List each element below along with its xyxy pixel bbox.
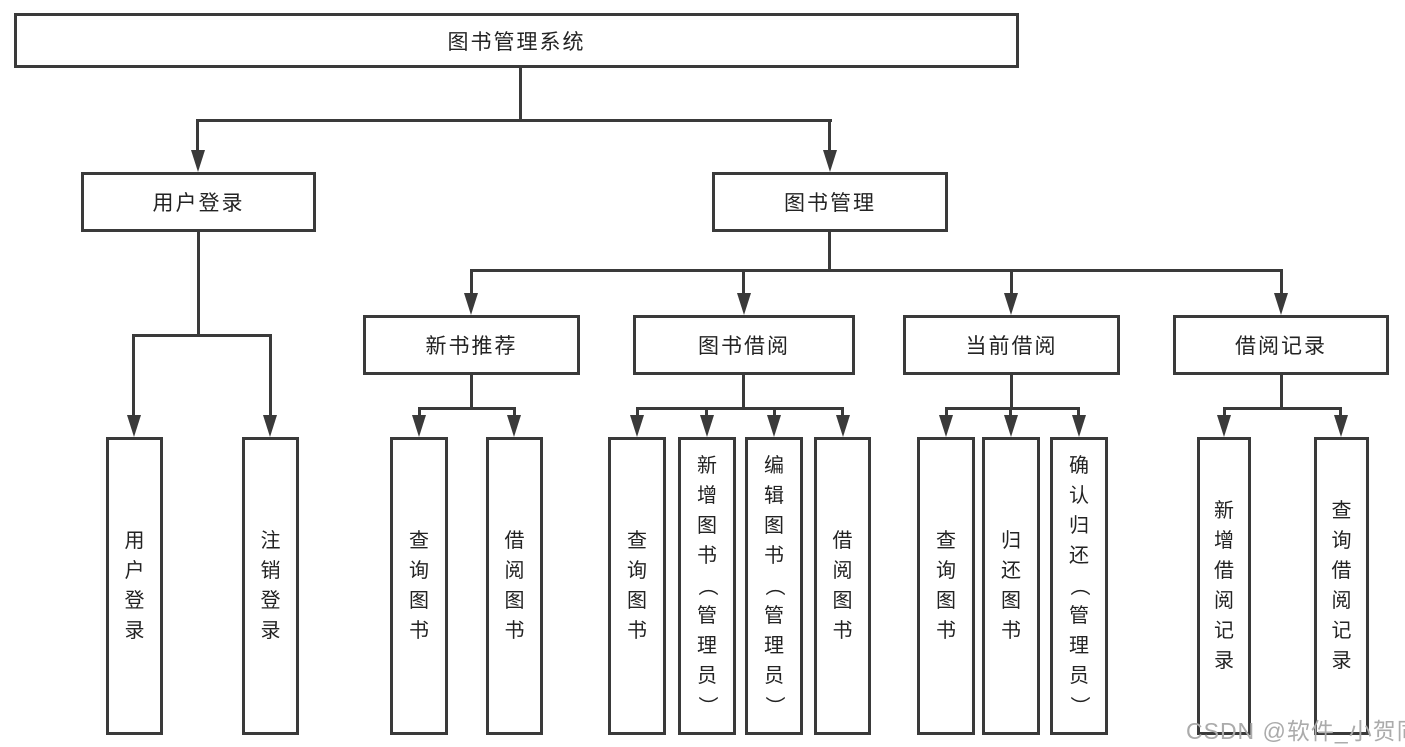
arrowhead-icon bbox=[1217, 415, 1231, 437]
connector bbox=[132, 334, 135, 418]
arrowhead-icon bbox=[191, 150, 205, 172]
leaf-borrow-borrow-book: 借阅图书 bbox=[814, 437, 871, 735]
connector bbox=[513, 407, 516, 418]
connector bbox=[742, 375, 745, 409]
connector bbox=[742, 269, 745, 295]
node-new-book-recommend-label: 新书推荐 bbox=[425, 335, 518, 358]
arrowhead-icon bbox=[1274, 293, 1288, 315]
connector bbox=[828, 119, 831, 152]
node-book-borrow: 图书借阅 bbox=[633, 315, 855, 375]
node-borrow-records: 借阅记录 bbox=[1173, 315, 1389, 375]
csdn-watermark: CSDN @软件_小贺同学 bbox=[1186, 718, 1405, 744]
connector bbox=[1010, 269, 1013, 295]
connector bbox=[945, 407, 1080, 410]
connector bbox=[773, 407, 776, 418]
connector bbox=[1280, 375, 1283, 409]
leaf-borrow-add-book: 新增图书（管理员） bbox=[678, 437, 736, 735]
connector bbox=[1223, 407, 1342, 410]
arrowhead-icon bbox=[412, 415, 426, 437]
node-user-login-label: 用户登录 bbox=[152, 192, 245, 215]
connector bbox=[1077, 407, 1080, 418]
arrowhead-icon bbox=[836, 415, 850, 437]
leaf-current-query-book: 查询图书 bbox=[917, 437, 975, 735]
arrowhead-icon bbox=[700, 415, 714, 437]
connector bbox=[197, 232, 200, 336]
arrowhead-icon bbox=[767, 415, 781, 437]
node-root-label: 图书管理系统 bbox=[447, 30, 586, 54]
arrowhead-icon bbox=[1004, 415, 1018, 437]
connector bbox=[470, 375, 473, 409]
arrowhead-icon bbox=[464, 293, 478, 315]
connector bbox=[196, 119, 832, 122]
node-user-login: 用户登录 bbox=[81, 172, 316, 232]
connector bbox=[418, 407, 516, 410]
leaf-recommend-borrow-book: 借阅图书 bbox=[486, 437, 543, 735]
connector bbox=[841, 407, 844, 418]
connector bbox=[945, 407, 948, 418]
connector bbox=[1339, 407, 1342, 418]
connector bbox=[133, 334, 272, 337]
leaf-logout: 注销登录 bbox=[242, 437, 299, 735]
connector bbox=[1280, 269, 1283, 295]
arrowhead-icon bbox=[737, 293, 751, 315]
connector bbox=[519, 66, 522, 121]
leaf-current-confirm-return: 确认归还（管理员） bbox=[1050, 437, 1108, 735]
connector bbox=[636, 407, 639, 418]
connector bbox=[1223, 407, 1226, 418]
arrowhead-icon bbox=[1004, 293, 1018, 315]
connector bbox=[196, 119, 199, 152]
node-current-borrow: 当前借阅 bbox=[903, 315, 1120, 375]
connector bbox=[636, 407, 844, 410]
arrowhead-icon bbox=[127, 415, 141, 437]
node-book-management: 图书管理 bbox=[712, 172, 948, 232]
leaf-records-query-record: 查询借阅记录 bbox=[1314, 437, 1369, 735]
connector bbox=[470, 269, 1283, 272]
node-root: 图书管理系统 bbox=[14, 13, 1019, 68]
leaf-borrow-query-book: 查询图书 bbox=[608, 437, 666, 735]
node-borrow-records-label: 借阅记录 bbox=[1235, 335, 1327, 358]
connector bbox=[1010, 375, 1013, 409]
connector bbox=[705, 407, 708, 418]
arrowhead-icon bbox=[939, 415, 953, 437]
node-book-management-label: 图书管理 bbox=[784, 192, 876, 215]
arrowhead-icon bbox=[507, 415, 521, 437]
node-new-book-recommend: 新书推荐 bbox=[363, 315, 580, 375]
leaf-user-login: 用户登录 bbox=[106, 437, 163, 735]
connector bbox=[1009, 407, 1012, 418]
arrowhead-icon bbox=[823, 150, 837, 172]
leaf-recommend-query-book: 查询图书 bbox=[390, 437, 448, 735]
arrowhead-icon bbox=[1072, 415, 1086, 437]
leaf-records-add-record: 新增借阅记录 bbox=[1197, 437, 1251, 735]
node-current-borrow-label: 当前借阅 bbox=[965, 335, 1058, 358]
leaf-borrow-edit-book: 编辑图书（管理员） bbox=[745, 437, 803, 735]
arrowhead-icon bbox=[1334, 415, 1348, 437]
connector bbox=[418, 407, 421, 418]
connector bbox=[828, 232, 831, 272]
arrowhead-icon bbox=[630, 415, 644, 437]
leaf-current-return-book: 归还图书 bbox=[982, 437, 1040, 735]
arrowhead-icon bbox=[263, 415, 277, 437]
connector bbox=[269, 334, 272, 418]
connector bbox=[470, 269, 473, 295]
node-book-borrow-label: 图书借阅 bbox=[698, 335, 790, 358]
